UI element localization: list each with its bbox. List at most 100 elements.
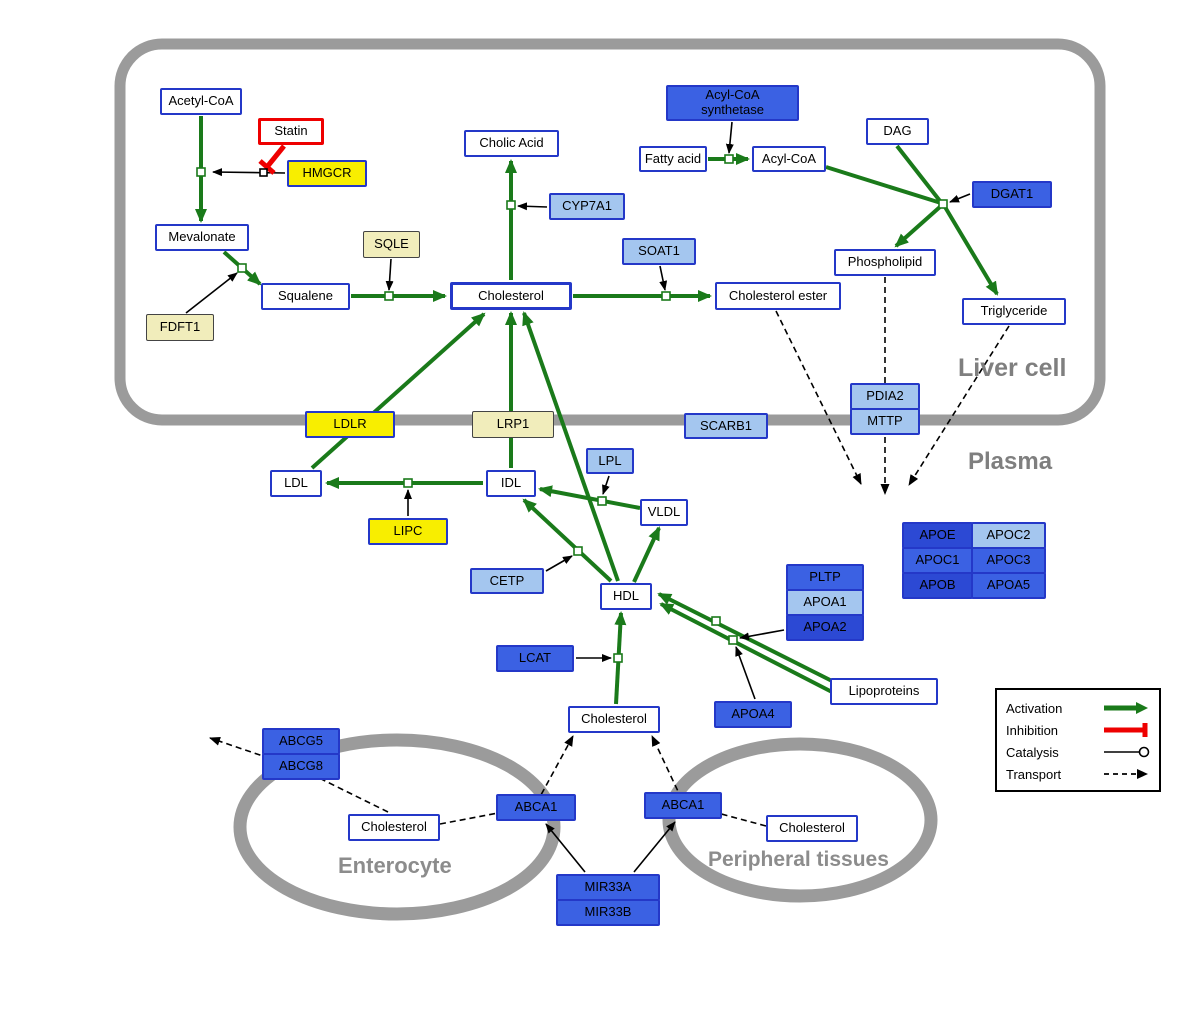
legend-row-activation: Activation [1006,697,1150,719]
reaction-node [613,653,623,663]
node-cholesterol-peripheral[interactable]: Cholesterol [766,815,858,842]
node-apoc3[interactable]: APOC3 [971,547,1046,574]
node-mir33b[interactable]: MIR33B [556,899,660,926]
node-abcg5[interactable]: ABCG5 [262,728,340,755]
node-cholesterol-enterocyte[interactable]: Cholesterol [348,814,440,841]
edge-ldl-cholesterol [310,312,486,470]
node-scarb1[interactable]: SCARB1 [684,413,768,439]
node-cetp[interactable]: CETP [470,568,544,594]
edge-enterocyte-cholesterol-abca1 [439,735,574,825]
legend-inhibition-label: Inhibition [1006,722,1059,738]
edge-lpl-node [602,475,610,495]
node-triglyceride[interactable]: Triglyceride [962,298,1066,325]
node-lcat[interactable]: LCAT [496,645,574,672]
node-apoa1[interactable]: APOA1 [786,589,864,616]
node-sqle[interactable]: SQLE [363,231,420,258]
plasma-label: Plasma [968,448,1053,475]
edge-acylcoa-junction [825,165,942,205]
node-apoc2[interactable]: APOC2 [971,522,1046,549]
edge-cyp7a1-node [517,202,548,211]
node-apob[interactable]: APOB [902,572,973,599]
node-dgat1[interactable]: DGAT1 [972,181,1052,208]
edge-dgat1-node [949,193,971,203]
node-lipoproteins[interactable]: Lipoproteins [830,678,938,705]
reaction-node [196,167,206,177]
node-acyl-coa-synthetase[interactable]: Acyl-CoA synthetase [666,85,799,121]
edge-soat1-node [659,265,668,291]
edge-dag-junction [895,144,942,203]
edge-apoa4-node [735,646,756,700]
node-apoc1[interactable]: APOC1 [902,547,973,574]
node-hdl[interactable]: HDL [600,583,652,610]
legend-row-transport: Transport [1006,763,1150,785]
node-squalene[interactable]: Squalene [261,283,350,310]
node-hmgcr[interactable]: HMGCR [287,160,367,187]
node-cholesterol-liver[interactable]: Cholesterol [450,282,572,310]
edge-mir33-abca1-left [545,823,586,873]
node-phospholipid[interactable]: Phospholipid [834,249,936,276]
reaction-node [711,616,721,626]
edge-apoa-node [739,629,785,641]
node-ldlr[interactable]: LDLR [305,411,395,438]
node-statin[interactable]: Statin [258,118,324,145]
liver-cell-membrane [114,38,1106,426]
statin-inhibition-bar [258,159,276,175]
node-abca1-peripheral[interactable]: ABCA1 [644,792,722,819]
edge-fdft1-node [185,272,238,314]
reaction-node [237,263,247,273]
node-pdia2[interactable]: PDIA2 [850,383,920,410]
node-fdft1[interactable]: FDFT1 [146,314,214,341]
activation-edges [195,116,999,705]
node-acyl-coa[interactable]: Acyl-CoA [752,146,826,172]
node-abca1-enterocyte[interactable]: ABCA1 [496,794,576,821]
edge-junction-triglyceride [943,205,999,296]
node-cholesterol-plasma[interactable]: Cholesterol [568,706,660,733]
node-acetyl-coa[interactable]: Acetyl-CoA [160,88,242,115]
node-abcg8[interactable]: ABCG8 [262,753,340,780]
node-apoe[interactable]: APOE [902,522,973,549]
node-lipc[interactable]: LIPC [368,518,448,545]
statin-inhibition-line [265,144,286,169]
node-cholesterol-ester[interactable]: Cholesterol ester [715,282,841,310]
edge-vldl-idl [538,485,641,510]
peripheral-tissues-membrane [662,737,938,903]
node-apoa2[interactable]: APOA2 [786,614,864,641]
node-apoa5[interactable]: APOA5 [971,572,1046,599]
node-ldl[interactable]: LDL [270,470,322,497]
node-idl[interactable]: IDL [486,470,536,497]
edge-junction-phospholipid [894,204,943,248]
node-mevalonate[interactable]: Mevalonate [155,224,249,251]
node-lrp1[interactable]: LRP1 [472,411,554,438]
node-dag[interactable]: DAG [866,118,929,145]
node-mir33a[interactable]: MIR33A [556,874,660,901]
statin-target-node [259,168,268,177]
reaction-node [403,478,413,488]
reaction-node [506,200,516,210]
transport-edges [209,277,1010,827]
reaction-nodes [196,154,948,663]
legend-catalysis-label: Catalysis [1006,744,1059,760]
legend-activation-label: Activation [1006,700,1063,716]
node-apoa4[interactable]: APOA4 [714,701,792,728]
reaction-node [728,635,738,645]
node-cholic-acid[interactable]: Cholic Acid [464,130,559,157]
legend-row-catalysis: Catalysis [1006,741,1150,763]
legend-row-inhibition: Inhibition [1006,719,1150,741]
legend: Activation Inhibition Catalysis Transpor… [995,688,1161,792]
node-mttp[interactable]: MTTP [850,408,920,435]
activation-arrow-icon [1104,702,1148,714]
peripheral-tissues-label: Peripheral tissues [708,848,889,871]
node-cyp7a1[interactable]: CYP7A1 [549,193,625,220]
reaction-node [597,496,607,506]
enterocyte-label: Enterocyte [338,853,452,878]
liver-cell-label: Liver cell [958,354,1067,382]
node-soat1[interactable]: SOAT1 [622,238,696,265]
catalysis-circle-icon [1104,746,1150,758]
node-fatty-acid[interactable]: Fatty acid [639,146,707,172]
node-pltp[interactable]: PLTP [786,564,864,591]
edge-hdl-cholesterol [522,311,620,582]
node-vldl[interactable]: VLDL [640,499,688,526]
node-lpl[interactable]: LPL [586,448,634,474]
